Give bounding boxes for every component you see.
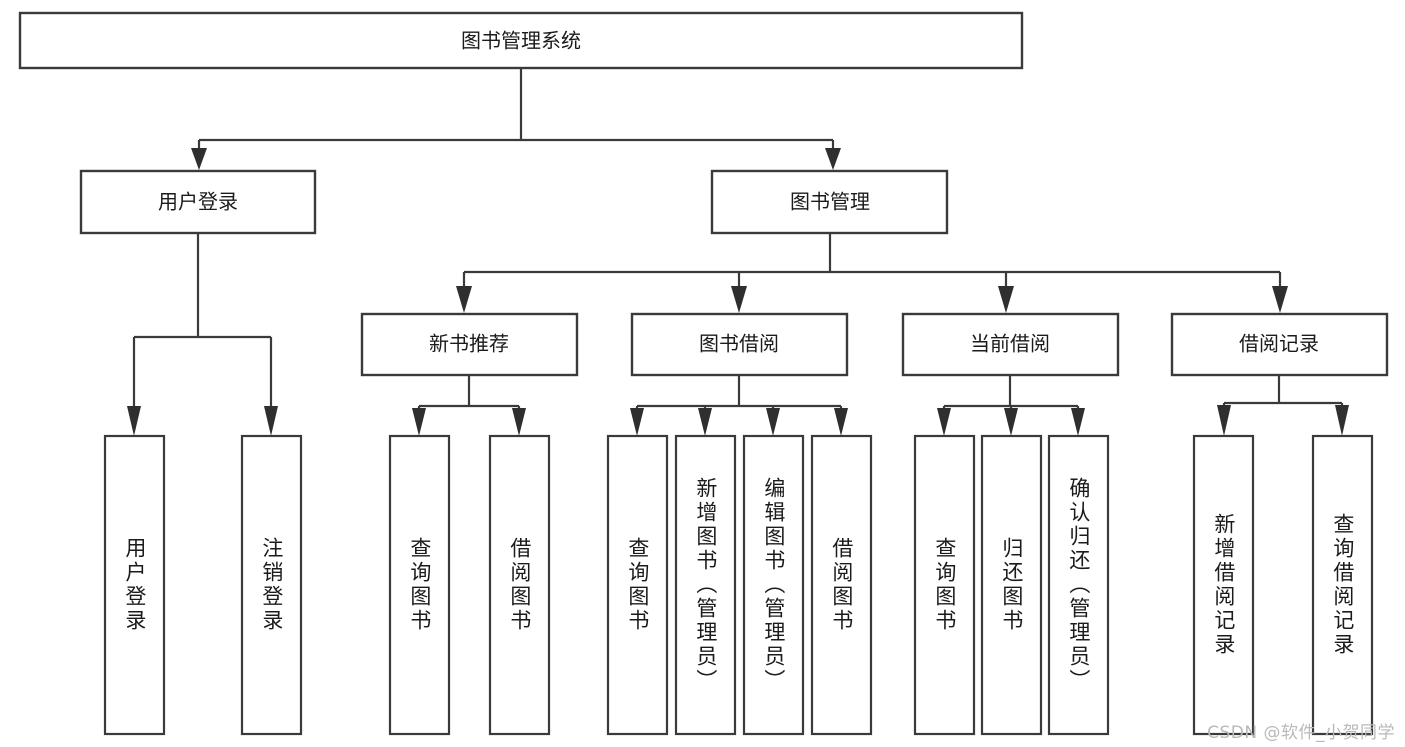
arrow-head-book-borrow	[731, 286, 747, 313]
node-book-manage[interactable]: 图书管理	[710, 169, 949, 235]
node-leaf-query-book-2-box[interactable]	[606, 434, 669, 736]
node-user-login-box[interactable]	[79, 169, 317, 235]
node-leaf-add-book-box[interactable]	[674, 434, 737, 736]
connector-group-current-borrow	[937, 375, 1085, 436]
connector-group-book-manage	[456, 233, 1288, 313]
leaf-boxes	[103, 434, 1374, 736]
node-leaf-edit-book-box[interactable]	[742, 434, 805, 736]
node-leaf-query-book-3-box[interactable]	[913, 434, 976, 736]
connector-group-root	[191, 68, 841, 170]
node-root-box[interactable]	[18, 11, 1024, 70]
node-borrow-record[interactable]: 借阅记录	[1170, 312, 1389, 377]
node-leaf-confirm-return-box[interactable]	[1047, 434, 1110, 736]
node-leaf-borrow-book-1-box[interactable]	[488, 434, 551, 736]
node-root-label: 图书管理系统	[461, 29, 581, 53]
node-book-borrow[interactable]: 图书借阅	[630, 312, 849, 377]
connector-group-borrow-record	[1217, 375, 1349, 436]
arrow-head-current-borrow	[998, 286, 1014, 313]
arrow-head-new-book-recommend	[456, 286, 472, 313]
node-current-borrow-label: 当前借阅	[970, 332, 1050, 356]
arrow-head-leaf-borrow-book-1	[512, 408, 526, 436]
arrow-head-leaf-edit-book	[766, 408, 780, 436]
node-leaf-query-book-1-box[interactable]	[388, 434, 451, 736]
node-leaf-query-record-box[interactable]	[1311, 434, 1374, 736]
arrow-head-leaf-add-record	[1217, 405, 1231, 436]
node-user-login-label: 用户登录	[158, 190, 238, 214]
node-current-borrow-box[interactable]	[901, 312, 1120, 377]
connector-group-new-book-recommend	[412, 375, 526, 436]
node-leaf-user-logout-box[interactable]	[240, 434, 303, 736]
node-leaf-user-login-box[interactable]	[103, 434, 166, 736]
arrow-head-leaf-return-book	[1004, 408, 1018, 436]
arrow-head-leaf-add-book	[698, 408, 712, 436]
arrow-head-leaf-query-book-2	[630, 408, 644, 436]
arrow-head-user-login	[191, 148, 207, 170]
node-leaf-return-book-box[interactable]	[980, 434, 1043, 736]
node-borrow-record-box[interactable]	[1170, 312, 1389, 377]
node-book-manage-box[interactable]	[710, 169, 949, 235]
connector-group-user-login	[127, 233, 278, 436]
node-new-book-recommend-box[interactable]	[360, 312, 579, 377]
node-borrow-record-label: 借阅记录	[1239, 332, 1319, 356]
node-book-manage-label: 图书管理	[790, 190, 870, 214]
arrow-head-book-manage	[825, 148, 841, 170]
node-leaf-borrow-book-2-box[interactable]	[810, 434, 873, 736]
arrow-head-leaf-query-record	[1335, 405, 1349, 436]
node-book-borrow-label: 图书借阅	[699, 332, 779, 356]
arrow-head-leaf-query-book-1	[412, 408, 426, 436]
arrow-head-leaf-query-book-3	[937, 408, 951, 436]
node-new-book-recommend-label: 新书推荐	[429, 332, 509, 356]
node-leaf-add-record-box[interactable]	[1192, 434, 1255, 736]
connector-group-book-borrow	[630, 375, 848, 436]
arrow-head-leaf-user-logout	[264, 406, 278, 436]
watermark-text: CSDN @软件_小贺同学	[1207, 723, 1395, 743]
arrow-head-leaf-user-login	[127, 406, 141, 436]
node-book-borrow-box[interactable]	[630, 312, 849, 377]
node-current-borrow[interactable]: 当前借阅	[901, 312, 1120, 377]
arrow-head-leaf-borrow-book-2	[834, 408, 848, 436]
node-new-book-recommend[interactable]: 新书推荐	[360, 312, 579, 377]
arrow-head-borrow-record	[1272, 286, 1288, 313]
arrow-head-leaf-confirm-return	[1071, 408, 1085, 436]
node-user-login[interactable]: 用户登录	[79, 169, 317, 235]
node-root[interactable]: 图书管理系统	[18, 11, 1024, 70]
